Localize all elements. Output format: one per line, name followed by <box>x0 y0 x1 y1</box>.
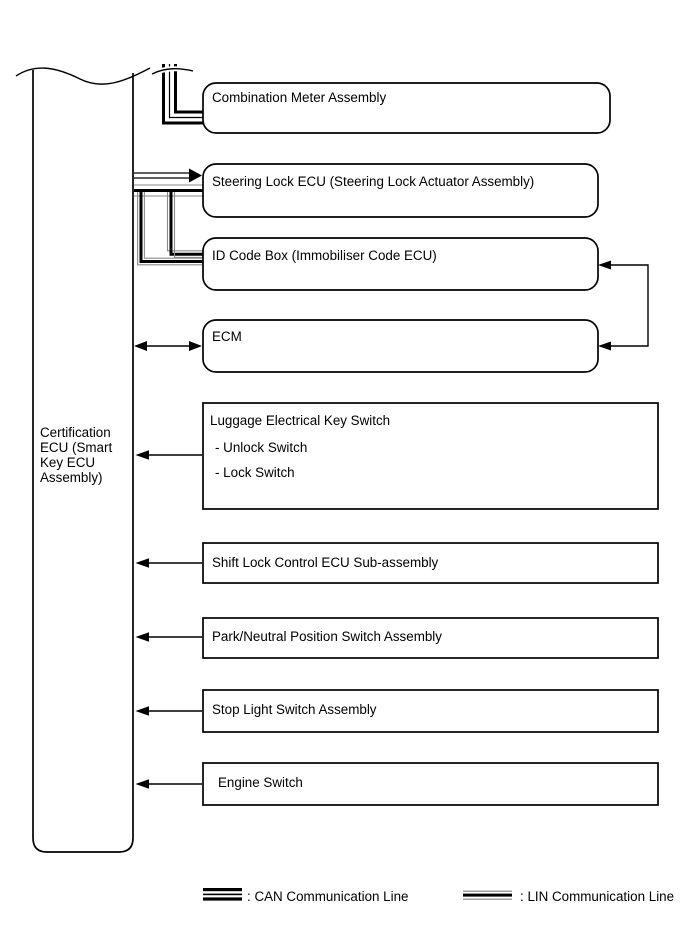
arrowhead-into-steering-lock <box>189 168 202 183</box>
lin-branch-outer-gray-right <box>143 192 203 259</box>
lin-branch-inner-black <box>169 192 203 256</box>
engine-switch-box <box>202 762 659 806</box>
arrowhead-from-luggage <box>135 450 149 460</box>
id-code-to-ecm-bracket <box>606 264 649 347</box>
arrowhead-from-shift-lock <box>135 558 149 568</box>
luggage-electrical-key-switch-box <box>202 402 659 510</box>
ecm-box <box>202 319 599 373</box>
id-code-box-label: ID Code Box (Immobiliser Code ECU) <box>212 248 437 263</box>
left-arrow-group <box>135 450 202 789</box>
park-neutral-position-switch-label: Park/Neutral Position Switch Assembly <box>212 629 442 644</box>
can-legend-swatch-middle <box>203 893 242 896</box>
lin-branch-inner-gray-right <box>173 192 203 258</box>
lin-legend-swatch-middle <box>463 893 512 897</box>
certification-ecu-box <box>32 70 134 853</box>
arrowhead-into-certification-ecu-from-ecm <box>134 341 147 351</box>
lin-legend-label: : LIN Communication Line <box>520 889 674 904</box>
certification-ecu-label-line1: Certification <box>40 425 111 440</box>
torn-edge-wave2 <box>151 68 194 75</box>
can-legend-swatch-bottom <box>203 897 242 901</box>
arrowhead-into-ecm <box>189 341 202 351</box>
can-legend-swatch-top <box>203 888 242 892</box>
lin-branch-outer-black <box>139 192 203 263</box>
certification-ecu-label-line4: Assembly) <box>40 470 103 485</box>
lin-legend-swatch-top <box>463 890 512 892</box>
shift-lock-control-ecu-box <box>202 542 659 584</box>
luggage-electrical-key-switch-label: Luggage Electrical Key Switch <box>210 413 390 428</box>
lin-branch-outer-gray-left <box>137 192 203 266</box>
arrowhead-from-engine-switch <box>135 779 149 789</box>
can-line-outer-stripe <box>162 64 204 125</box>
id-code-box-box <box>202 237 599 291</box>
luggage-unlock-switch-label: - Unlock Switch <box>215 440 307 455</box>
lin-branch-inner-gray-left <box>166 192 203 252</box>
arrowhead-from-park-neutral <box>135 632 149 642</box>
arrowhead-into-ecm-right <box>598 341 611 351</box>
arrowhead-into-id-code-box-right <box>598 260 611 270</box>
combination-meter-label: Combination Meter Assembly <box>212 90 386 105</box>
park-neutral-position-switch-box <box>202 617 659 659</box>
can-line-middle-stripe <box>168 64 204 119</box>
ecm-label: ECM <box>212 329 242 344</box>
certification-ecu-label-line3: Key ECU <box>40 455 95 470</box>
luggage-lock-switch-label: - Lock Switch <box>215 465 295 480</box>
stop-light-switch-label: Stop Light Switch Assembly <box>212 702 377 717</box>
stop-light-switch-box <box>202 689 659 733</box>
shift-lock-control-ecu-label: Shift Lock Control ECU Sub-assembly <box>212 555 439 570</box>
combination-meter-box <box>202 82 611 134</box>
certification-ecu-label-line2: ECU (Smart <box>40 440 112 455</box>
can-line-inner-stripe <box>174 64 204 114</box>
steering-lock-ecu-label: Steering Lock ECU (Steering Lock Actuato… <box>212 174 534 189</box>
certification-ecu-label: Certification ECU (Smart Key ECU Assembl… <box>40 425 112 485</box>
engine-switch-label: Engine Switch <box>218 775 303 790</box>
legend: : CAN Communication Line : LIN Communica… <box>203 888 674 904</box>
steering-lock-ecu-box <box>202 163 599 218</box>
lin-legend-swatch-bottom <box>463 898 512 900</box>
torn-edge-wave <box>15 67 151 85</box>
can-legend-label: : CAN Communication Line <box>247 889 409 904</box>
arrowhead-from-stop-light <box>135 706 149 716</box>
